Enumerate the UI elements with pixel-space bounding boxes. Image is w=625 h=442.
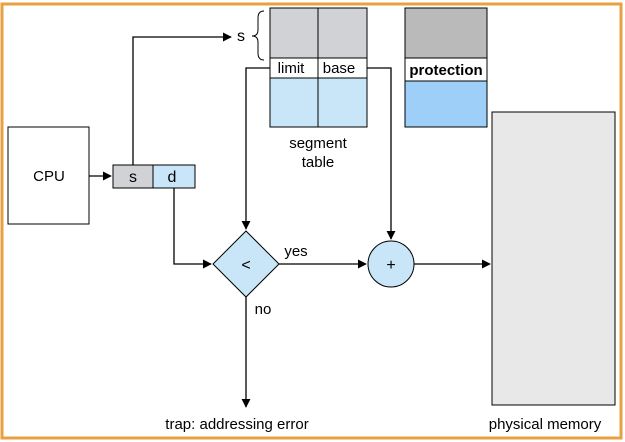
cpu-label: CPU <box>33 168 65 185</box>
protection-label: protection <box>409 62 482 79</box>
adder-symbol: + <box>386 257 395 274</box>
segment-table-bottom-right <box>317 77 368 128</box>
arrow-base-to-adder <box>367 67 396 240</box>
segment-table-top-right <box>317 7 368 59</box>
cpu-box <box>7 126 90 225</box>
trap-label: trap: addressing error <box>165 416 308 433</box>
protection-top <box>404 7 488 59</box>
physical-memory-box <box>491 111 616 406</box>
comparator-symbol: < <box>241 257 250 274</box>
segment-table-top-left <box>269 7 319 59</box>
protection-bottom <box>404 80 488 128</box>
segment-table-caption-line1: segment <box>289 135 347 152</box>
segment-table-limit-label: limit <box>278 60 305 77</box>
address-d-label: d <box>168 169 177 186</box>
segment-table-brace <box>251 10 265 61</box>
comparator-no-label: no <box>255 301 272 318</box>
comparator-yes-label: yes <box>284 243 307 260</box>
arrow-limit-to-comparator <box>241 67 270 230</box>
segment-table-base-label: base <box>323 60 356 77</box>
physical-memory-label: physical memory <box>489 416 602 433</box>
segment-table-s-pointer: s <box>237 28 245 45</box>
address-s-label: s <box>129 169 137 186</box>
segment-table-caption-line2: table <box>302 154 335 171</box>
arrow-s-to-segment-table <box>132 32 232 165</box>
arrow-d-to-comparator <box>173 188 212 269</box>
segment-table-bottom-left <box>269 77 319 128</box>
